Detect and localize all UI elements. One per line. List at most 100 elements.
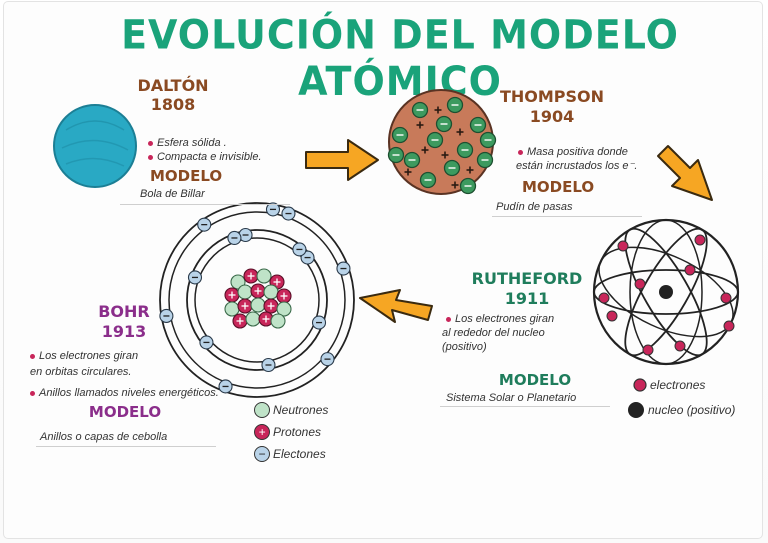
thompson-electron: [391, 126, 409, 144]
bohr-model-label: MODELO: [88, 403, 162, 421]
thompson-model-label: MODELO: [522, 178, 595, 196]
bohr-atom: [159, 202, 355, 398]
electron-icon: −: [254, 446, 270, 462]
thompson-electron: [446, 96, 464, 114]
dalton-model-label: MODELO: [150, 167, 223, 185]
bohr-proton: [237, 298, 253, 314]
rutherford-legend-electrones: electrones: [650, 378, 706, 392]
rutherford-name: RUTHEFORD: [471, 269, 583, 288]
bohr-electron: [227, 230, 242, 246]
bohr-electron: [218, 379, 233, 394]
bohr-electron: [265, 202, 281, 217]
bohr-year: 1913: [101, 322, 147, 341]
bohr-neutron: [224, 301, 240, 317]
dalton-note-2: Compacta e invisible.: [148, 151, 262, 165]
thompson-year: 1904: [529, 107, 575, 126]
bohr-legend-neutrones: Neutrones: [254, 402, 328, 418]
rutherford-model-label: MODELO: [498, 371, 572, 389]
thompson-electron: [435, 115, 453, 133]
bohr-electron: [311, 315, 327, 330]
thompson-electron: [387, 146, 405, 164]
thompson-electron: [469, 116, 487, 134]
rutherford-electron: [684, 264, 696, 276]
dalton-year: 1808: [150, 95, 196, 114]
rutherford-electron: [598, 292, 610, 304]
thompson-positive-sign: [404, 168, 412, 176]
dalton-note-1: Esfera sólida .: [148, 137, 227, 151]
thompson-name: THOMPSON: [499, 87, 605, 106]
rutherford-electron: [606, 310, 618, 322]
page-title: EVOLUCIÓN DEL MODELO ATÓMICO: [121, 11, 679, 105]
bohr-legend-electones: − Electones: [254, 446, 326, 462]
dalton-sphere: [53, 104, 137, 188]
thompson-positive-sign: [421, 146, 429, 154]
arrow-dalton-to-thompson: [305, 139, 379, 181]
rutherford-electron: [634, 278, 646, 290]
bohr-note-3: Anillos llamados niveles energéticos.: [30, 387, 219, 401]
rutherford-electron: [694, 234, 706, 246]
paper-sheet: [4, 2, 762, 538]
bohr-electron: [281, 206, 296, 221]
rutherford-atom: [592, 218, 740, 366]
bohr-neutron: [270, 313, 286, 329]
thompson-positive-sign: [416, 121, 424, 129]
thompson-electron: [459, 177, 477, 195]
rutherford-note-3: (positivo): [442, 341, 487, 353]
bohr-neutron: [245, 311, 261, 327]
bohr-neutron: [237, 284, 253, 300]
thompson-underline: [492, 216, 642, 217]
rutherford-electron: [642, 344, 654, 356]
bohr-proton: [224, 287, 240, 303]
bohr-electron: [197, 217, 212, 232]
dalton-name: DALTÓN: [137, 76, 209, 95]
rutherford-note-1: Los electrones giran: [446, 313, 554, 327]
bohr-proton: [276, 288, 292, 304]
thompson-positive-sign: [441, 151, 449, 159]
bohr-note-2: en orbitas circulares.: [30, 366, 132, 378]
thompson-electron: [479, 131, 497, 149]
bohr-neutron: [250, 297, 266, 313]
bohr-underline: [36, 446, 216, 447]
bohr-model-name: Anillos o capas de cebolla: [40, 431, 168, 443]
thompson-electron: [476, 151, 494, 169]
rutherford-electron: [720, 292, 732, 304]
bohr-proton: [243, 268, 259, 284]
rutherford-legend-nucleo: nucleo (positivo): [648, 403, 736, 417]
bohr-note-1: Los electrones giran: [30, 350, 138, 364]
bohr-legend-protones: + Protones: [254, 424, 321, 440]
dalton-model-name: Bola de Billar: [140, 188, 205, 200]
thompson-electron: [419, 171, 437, 189]
thompson-note-2: están incrustados los e⁻.: [516, 160, 638, 172]
rutherford-electron: [617, 240, 629, 252]
electron-dot-icon: [633, 378, 647, 392]
thompson-positive-sign: [434, 106, 442, 114]
nucleus-dot-icon: [628, 402, 644, 418]
rutherford-nucleus: [659, 285, 673, 299]
rutherford-electron: [723, 320, 735, 332]
rutherford-model-name: Sistema Solar o Planetario: [446, 392, 577, 404]
rutherford-year: 1911: [504, 289, 550, 308]
bohr-neutron: [256, 268, 272, 284]
rutherford-note-2: al rededor del nucleo: [442, 327, 545, 339]
neutron-icon: [254, 402, 270, 418]
bohr-electron: [187, 270, 203, 285]
bohr-electron: [292, 242, 307, 257]
thompson-electron: [443, 159, 461, 177]
thompson-model-name: Pudín de pasas: [496, 201, 573, 213]
bohr-electron: [159, 308, 174, 324]
bohr-proton: [250, 283, 266, 299]
bohr-electron: [336, 261, 351, 276]
bohr-neutron: [263, 284, 279, 300]
thompson-positive-sign: [456, 128, 464, 136]
arrow-rutherford-to-bohr: [359, 289, 433, 323]
thompson-positive-sign: [466, 166, 474, 174]
thompson-note-1: Masa positiva donde: [518, 146, 628, 160]
bohr-proton: [232, 313, 248, 329]
thompson-electron: [403, 151, 421, 169]
bohr-electron: [199, 335, 214, 350]
thompson-positive-sign: [451, 181, 459, 189]
bohr-name: BOHR: [98, 302, 150, 321]
proton-icon: +: [254, 424, 270, 440]
